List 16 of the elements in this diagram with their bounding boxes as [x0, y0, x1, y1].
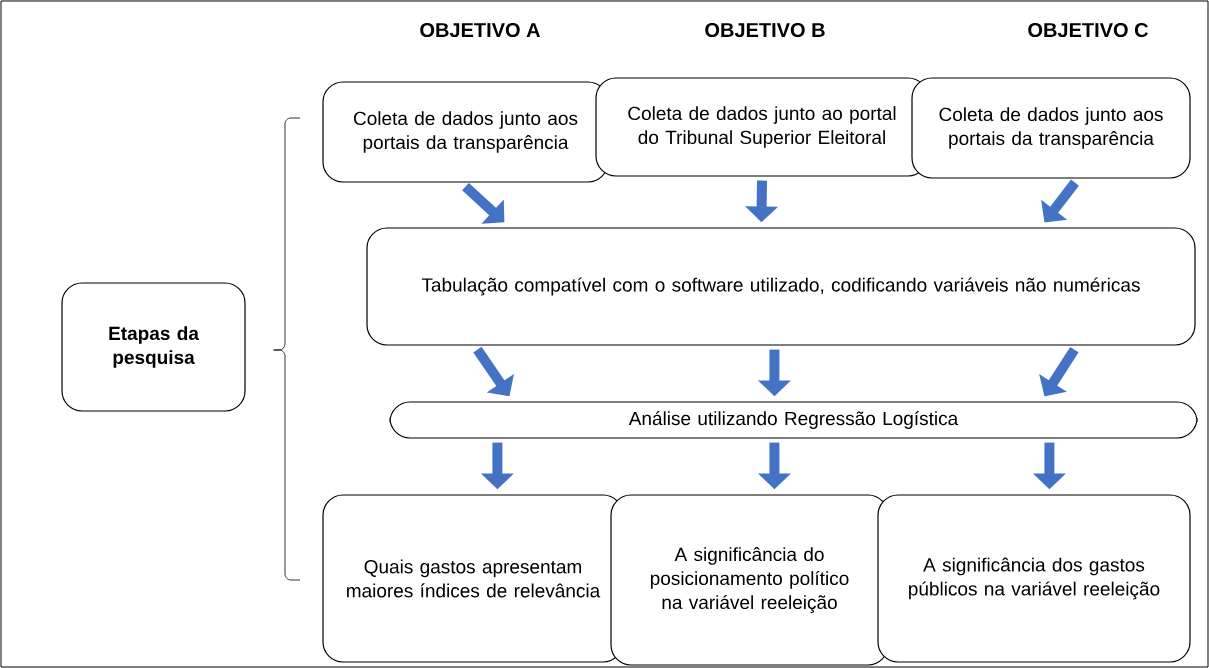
- node-label: A significância do posicionamento político na variável reeleição: [650, 547, 849, 613]
- column-heading: OBJETIVO B: [705, 22, 825, 38]
- process-box: A significância dos gastos públicos na variável reeleição: [877, 494, 1191, 663]
- stage-box: Etapas da pesquisa: [61, 282, 246, 412]
- process-box: Quais gastos apresentam maiores índices de relevância: [322, 494, 624, 663]
- column-heading: OBJETIVO C: [1028, 22, 1148, 38]
- process-box: Coleta de dados junto aos portais da transparência: [322, 81, 609, 183]
- process-box: Tabulação compatível com o software utilizado, codificando variáveis não numéricas: [366, 227, 1196, 346]
- process-box: Coleta de dados junto aos portais da transparência: [911, 77, 1191, 179]
- block-arrow: [1041, 179, 1079, 223]
- process-box: Análise utilizando Regressão Logística: [389, 401, 1198, 439]
- process-box: A significância do posicionamento político na variável reeleição: [610, 494, 889, 666]
- process-box: Coleta de dados junto ao portal do Tribunal Superior Eleitoral: [595, 77, 929, 177]
- block-arrow: [462, 182, 505, 224]
- column-heading: OBJETIVO A: [420, 22, 541, 38]
- block-arrow: [473, 346, 514, 397]
